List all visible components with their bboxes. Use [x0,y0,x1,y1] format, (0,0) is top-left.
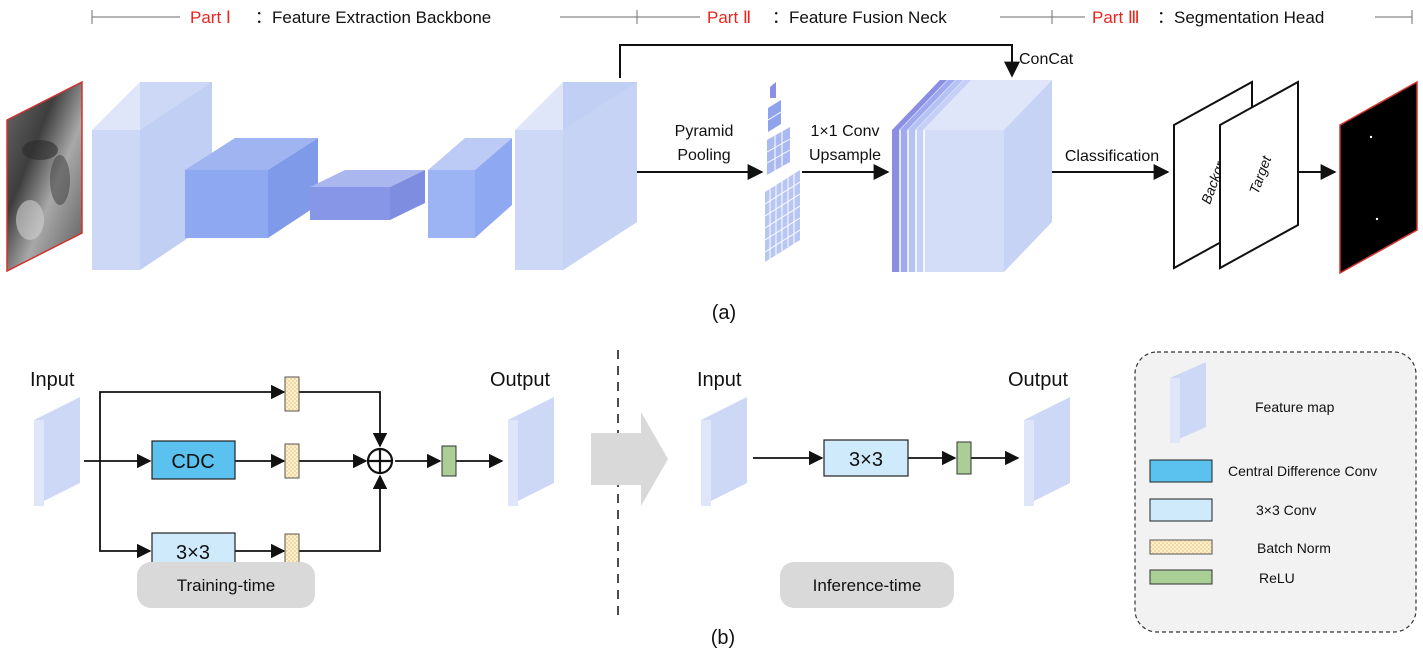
legend-cdc-swatch [1149,459,1213,483]
training-output-feature-map [508,397,554,506]
batch-norm-middle [284,443,300,479]
classification-label: Classification [1065,148,1159,165]
caption-a: (a) [712,302,736,324]
part2-prefix: Part Ⅱ [707,8,751,27]
backbone-block-5 [515,82,637,270]
fused-feature-stack [892,80,1052,272]
legend-relu-label: ReLU [1259,570,1295,586]
cdc-label: CDC [171,451,214,473]
sum-operator [366,447,394,475]
inference-time-badge: Inference-time [780,562,954,608]
inference-input-label: Input [697,369,742,391]
concat-connection [619,44,1020,78]
inference-output-feature-map [1024,397,1070,506]
part1-title: ：Feature Extraction Backbone [255,8,491,27]
inference-input-feature-map [701,397,747,506]
legend-conv-label: 3×3 Conv [1256,502,1316,518]
batch-norm-top [284,376,300,412]
inference-relu [956,441,972,475]
training-time-label: Training-time [177,576,276,595]
part3-title: ：Segmentation Head [1157,8,1324,27]
training-branches [84,384,504,559]
legend-conv-swatch [1149,498,1213,522]
inference-conv-block: 3×3 [823,439,909,477]
transform-arrow [591,412,668,506]
caption-b: (b) [711,627,735,649]
training-input-feature-map [34,397,80,506]
inference-conv-label: 3×3 [849,449,883,471]
pyramid-pooling-grids [764,82,801,262]
backbone-block-2 [185,138,318,238]
training-input-label: Input [30,369,75,391]
conv-label-1: 1×1 Conv [811,123,880,140]
input-image [6,80,83,273]
legend-feature-map-swatch [1170,362,1206,443]
output-mask [1339,80,1418,275]
legend-cdc-label: Central Difference Conv [1228,463,1377,479]
training-relu [441,445,457,477]
training-conv-label: 3×3 [176,542,210,564]
pyramid-label-1: Pyramid [675,123,734,140]
part3-prefix: Part Ⅲ [1092,8,1140,27]
backbone-block-1 [92,82,212,270]
training-time-badge: Training-time [137,562,315,608]
part1-prefix: Part Ⅰ [190,8,231,27]
legend-feature-map-label: Feature map [1255,399,1335,415]
part2-title: ：Feature Fusion Neck [772,8,947,27]
cdc-block: CDC [151,440,236,480]
legend: Feature map Central Difference Conv 3×3 … [1134,351,1417,633]
training-output-label: Output [490,369,550,391]
conv-label-2: Upsample [809,147,881,164]
legend-batch-norm-swatch [1149,539,1213,555]
inference-time-label: Inference-time [813,576,922,595]
class-maps: Backgrou Target [1173,80,1299,270]
concat-label: ConCat [1019,51,1074,68]
inference-output-label: Output [1008,369,1068,391]
backbone-block-4 [428,138,512,238]
backbone-block-3 [310,170,425,220]
legend-relu-swatch [1149,569,1213,585]
header-bar: Part Ⅰ ：Feature Extraction Backbone Part… [91,8,1413,27]
legend-batch-norm-label: Batch Norm [1257,540,1331,556]
pyramid-label-2: Pooling [677,147,730,164]
